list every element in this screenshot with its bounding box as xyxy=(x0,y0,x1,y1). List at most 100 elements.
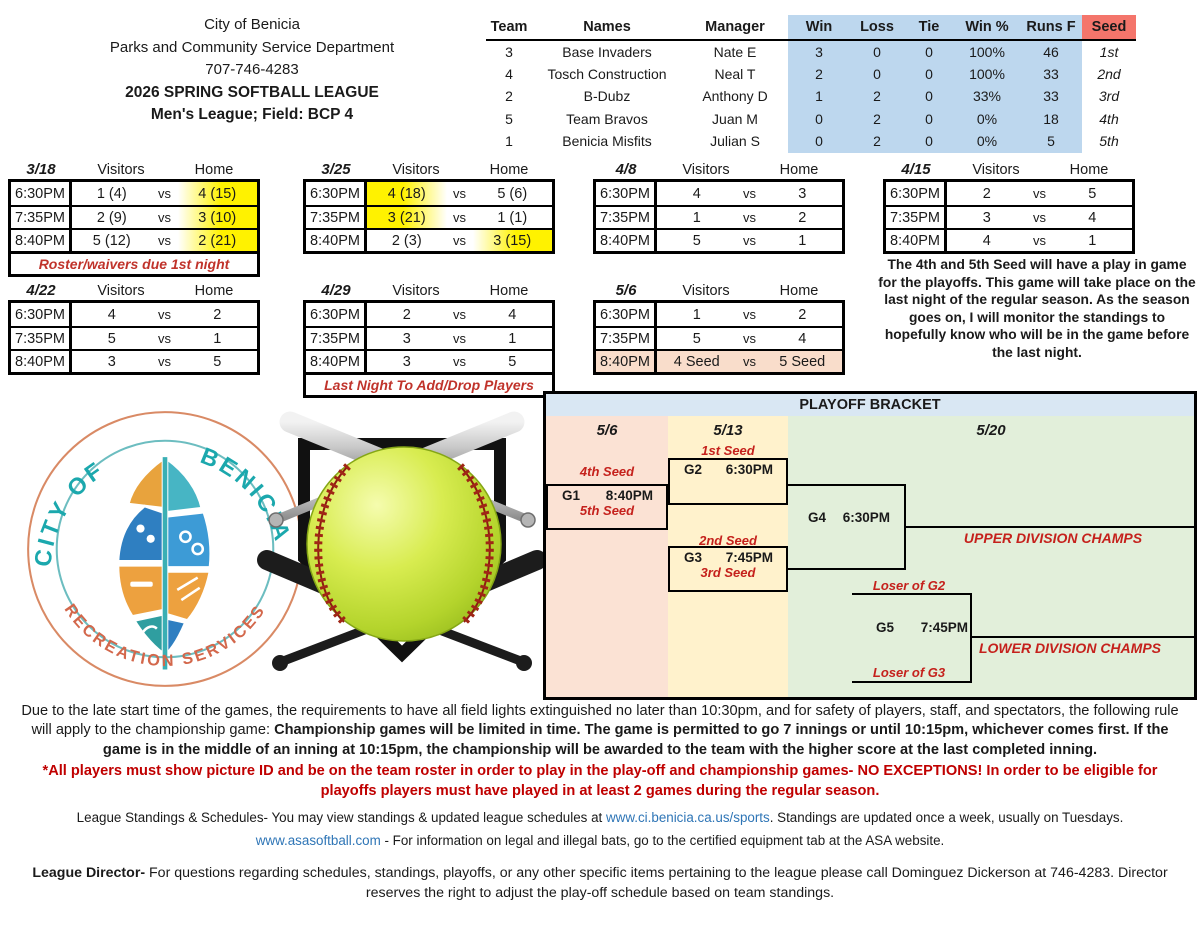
visitors-column-label: Visitors xyxy=(682,283,730,299)
standings-cell: 0 xyxy=(904,40,954,63)
standings-cell: 18 xyxy=(1020,107,1082,130)
standings-cell: 0% xyxy=(954,107,1020,130)
standings-cell: Neal T xyxy=(714,65,756,82)
svg-text:CITY OF: CITY OF xyxy=(29,456,109,568)
schedule-note: Roster/waivers due 1st night xyxy=(8,254,260,277)
visitors-column-label: Visitors xyxy=(97,162,145,178)
visitor-cell: 4 (18) xyxy=(367,182,447,205)
home-cell: 4 xyxy=(798,330,807,347)
schedule-date-label: 4/8 xyxy=(615,161,637,178)
standings-cell: 2 xyxy=(788,62,850,85)
upper-champ-line xyxy=(906,526,1194,528)
standings-header-cell: Loss xyxy=(850,15,904,41)
city-sports-link[interactable]: www.ci.benicia.ca.us/sports xyxy=(605,810,770,826)
vs-label: vs xyxy=(743,331,756,346)
time-cell: 7:35PM xyxy=(11,328,72,349)
vs-label: vs xyxy=(158,186,171,201)
standings-cell: Nate E xyxy=(713,43,757,60)
vs-label: vs xyxy=(1033,210,1046,225)
vs-label: vs xyxy=(1033,186,1046,201)
visitor-cell: 1 xyxy=(692,306,701,323)
standings-cell: 0 xyxy=(850,62,904,85)
visitors-column-label: Visitors xyxy=(682,162,730,178)
standings-cell: 5 xyxy=(505,110,513,127)
vs-label: vs xyxy=(453,210,466,225)
home-cell: 3 (15) xyxy=(472,230,552,251)
seed-label-2nd: 2nd Seed xyxy=(699,533,757,548)
home-cell: 5 xyxy=(213,353,222,370)
picture-id-rule: *All players must show picture ID and be… xyxy=(42,763,1158,799)
time-cell: 7:35PM xyxy=(596,328,657,349)
bracket-column-5-6 xyxy=(546,416,668,697)
home-cell: 5 xyxy=(1088,185,1097,202)
home-cell: 5 (6) xyxy=(497,185,528,202)
visitor-cell: 2 (3) xyxy=(391,232,422,249)
vs-label: vs xyxy=(453,354,466,369)
schedule-date-label: 4/15 xyxy=(901,161,931,178)
visitor-cell: 4 Seed xyxy=(673,353,720,370)
standings-header-cell: Win xyxy=(788,15,850,41)
time-cell: 8:40PM xyxy=(306,230,367,251)
schedule-note: Last Night To Add/Drop Players xyxy=(303,375,555,398)
visitors-column-label: Visitors xyxy=(392,283,440,299)
time-cell: 7:35PM xyxy=(11,207,72,228)
standings-cell: 5th xyxy=(1099,133,1119,150)
visitor-cell: 4 xyxy=(982,232,991,249)
time-cell: 8:40PM xyxy=(306,351,367,372)
standings-cell: Team Bravos xyxy=(566,110,648,127)
g1-time: 8:40PM xyxy=(605,488,653,503)
schedule-date-label: 4/29 xyxy=(321,282,351,299)
league-director-line: League Director- For questions regarding… xyxy=(14,863,1186,903)
standings-cell: 1 xyxy=(788,85,850,108)
standings-cell: 4 xyxy=(505,65,513,82)
schedule-date-label: 3/18 xyxy=(26,161,56,178)
standings-cell: 2nd xyxy=(1097,65,1121,82)
standings-cell: 2 xyxy=(850,107,904,130)
standings-cell: 2 xyxy=(850,130,904,153)
standings-header-cell: Seed xyxy=(1082,15,1136,41)
home-cell: 1 (1) xyxy=(497,209,528,226)
visitor-cell: 4 xyxy=(692,185,701,202)
g1-label: G1 xyxy=(562,488,581,503)
visitor-cell: 2 (9) xyxy=(96,209,127,226)
standings-cell: 0 xyxy=(850,40,904,63)
seed-label-5th: 5th Seed xyxy=(579,503,635,518)
home-cell: 4 xyxy=(1088,209,1097,226)
standings-cell: 0 xyxy=(788,130,850,153)
upper-division-champs-label: UPPER DIVISION CHAMPS xyxy=(963,530,1143,546)
document-header: City of Benicia Parks and Community Serv… xyxy=(28,14,476,127)
time-cell: 7:35PM xyxy=(306,328,367,349)
footer-rules: Due to the late start time of the games,… xyxy=(14,702,1186,903)
seed-label-1st: 1st Seed xyxy=(701,443,755,458)
rule-bold-text: Championship games will be limited in ti… xyxy=(102,722,1169,758)
home-column-label: Home xyxy=(489,162,529,178)
time-cell: 7:35PM xyxy=(886,207,947,228)
game-box-g2: G2 6:30PM xyxy=(668,458,788,505)
asa-softball-link[interactable]: www.asasoftball.com xyxy=(255,833,381,849)
time-cell: 6:30PM xyxy=(886,182,947,205)
g4-time: 6:30PM xyxy=(842,510,890,525)
bracket-title: PLAYOFF BRACKET xyxy=(546,394,1194,416)
bracket-date-3: 5/20 xyxy=(976,422,1006,439)
time-cell: 8:40PM xyxy=(11,230,72,251)
home-cell: 2 xyxy=(798,209,807,226)
